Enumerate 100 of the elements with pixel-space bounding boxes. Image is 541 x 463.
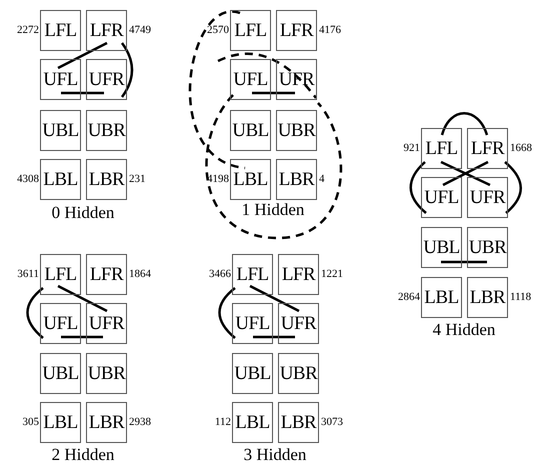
count-number: 1118 xyxy=(510,292,532,303)
connector-line xyxy=(61,336,103,338)
connector-line xyxy=(205,94,342,240)
label-box xyxy=(40,303,81,344)
count-number: 3466 xyxy=(209,269,231,280)
box-label: UBL xyxy=(234,364,271,383)
label-box xyxy=(86,10,127,51)
label-box xyxy=(86,353,127,394)
connector-line xyxy=(218,287,236,339)
box-label: LBL xyxy=(424,288,459,307)
count-number: 2864 xyxy=(398,292,420,303)
label-box xyxy=(40,159,81,200)
box-label: UBL xyxy=(232,121,269,140)
label-box xyxy=(40,110,81,151)
box-label: UBR xyxy=(278,121,316,140)
box-label: LBL xyxy=(43,170,78,189)
box-label: UFL xyxy=(235,314,270,333)
label-box xyxy=(276,110,317,151)
label-box xyxy=(40,59,81,100)
label-box xyxy=(40,402,81,443)
box-label: UFR xyxy=(278,70,314,89)
count-number: 305 xyxy=(22,417,39,428)
group-caption: 0 Hidden xyxy=(52,204,114,221)
label-box xyxy=(86,254,127,295)
label-box xyxy=(40,254,81,295)
label-box xyxy=(421,277,462,318)
box-label: UFL xyxy=(424,188,459,207)
count-number: 2570 xyxy=(207,25,229,36)
count-number: 3611 xyxy=(17,269,39,280)
label-box xyxy=(278,303,319,344)
box-label: LFR xyxy=(470,139,504,158)
connector-line xyxy=(120,42,134,98)
box-label: LFR xyxy=(90,21,124,40)
count-number: 112 xyxy=(214,417,231,428)
label-box xyxy=(421,128,462,169)
box-label: UFL xyxy=(233,70,268,89)
label-box xyxy=(467,277,508,318)
count-number: 4198 xyxy=(207,174,229,185)
box-label: LFL xyxy=(234,21,267,40)
box-label: UFR xyxy=(88,70,124,89)
label-box xyxy=(86,303,127,344)
box-label: LBR xyxy=(470,288,506,307)
box-label: UBR xyxy=(88,364,126,383)
box-label: UFL xyxy=(43,70,78,89)
label-box xyxy=(232,353,273,394)
connector-line xyxy=(218,52,317,99)
connector-line xyxy=(26,287,44,339)
box-label: UBR xyxy=(88,121,126,140)
label-box xyxy=(278,353,319,394)
label-box xyxy=(40,353,81,394)
label-box xyxy=(230,59,271,100)
box-label: LBL xyxy=(233,170,268,189)
count-number: 2938 xyxy=(129,417,151,428)
box-label: LFL xyxy=(236,265,269,284)
label-box xyxy=(467,128,508,169)
label-box xyxy=(230,159,271,200)
group-caption: 1 Hidden xyxy=(242,201,304,218)
box-label: LBR xyxy=(88,413,124,432)
count-number: 4176 xyxy=(319,25,341,36)
label-box xyxy=(467,177,508,218)
box-label: UBR xyxy=(468,238,506,257)
count-number: 1668 xyxy=(510,143,532,154)
box-label: LFL xyxy=(425,139,458,158)
box-label: UBL xyxy=(42,364,79,383)
count-number: 1864 xyxy=(129,269,151,280)
count-number: 1221 xyxy=(321,269,343,280)
label-box xyxy=(421,177,462,218)
count-number: 231 xyxy=(129,174,146,185)
label-box xyxy=(230,10,271,51)
group-caption: 2 Hidden xyxy=(52,446,114,463)
label-box xyxy=(232,402,273,443)
label-box xyxy=(86,159,127,200)
label-box xyxy=(232,303,273,344)
label-box xyxy=(276,10,317,51)
label-box xyxy=(278,402,319,443)
box-label: UFL xyxy=(43,314,78,333)
box-label: UFR xyxy=(470,188,506,207)
label-box xyxy=(40,10,81,51)
label-box xyxy=(86,59,127,100)
label-box xyxy=(467,227,508,268)
box-label: UFR xyxy=(88,314,124,333)
label-box xyxy=(86,402,127,443)
connector-line xyxy=(410,161,427,214)
connector-line xyxy=(504,161,522,214)
box-label: LBR xyxy=(280,413,316,432)
count-number: 4 xyxy=(319,174,324,185)
box-label: LBR xyxy=(278,170,314,189)
connector-line xyxy=(252,92,295,94)
box-label: LFR xyxy=(282,265,316,284)
label-box xyxy=(278,254,319,295)
connector-line xyxy=(441,260,487,264)
label-box xyxy=(232,254,273,295)
box-label: LFR xyxy=(280,21,314,40)
label-box xyxy=(276,159,317,200)
count-number: 4308 xyxy=(17,174,39,185)
box-label: UFR xyxy=(280,314,316,333)
group-caption: 4 Hidden xyxy=(432,321,496,338)
box-label: UBR xyxy=(280,364,318,383)
box-label: LBL xyxy=(235,413,270,432)
box-label: LFR xyxy=(90,265,124,284)
